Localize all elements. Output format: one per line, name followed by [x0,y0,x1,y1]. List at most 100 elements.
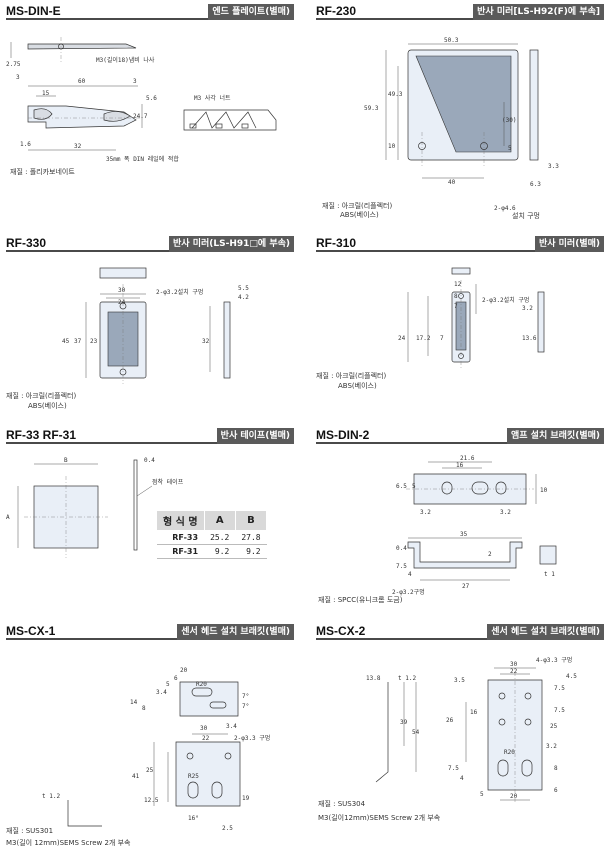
dim-12-5: 12.5 [144,797,159,804]
panel-header: RF-310 반사 미러(별매) [316,236,604,252]
spec-table: 형 식 명 A B RF-33 25.2 27.8 RF-31 9.2 9.2 [156,510,268,559]
screw-note: M3(길이12mm)SEMS Screw 2개 부속 [318,814,441,822]
material-note-2: ABS(베이스) [340,211,379,219]
dim-20: 20 [510,793,518,800]
dim-8: 8 [142,705,146,712]
dim-6: 6 [174,675,178,682]
material-note-2: ABS(베이스) [28,402,67,410]
material-note: 재질 : SUS304 [318,800,366,808]
spec-table-header: 형 식 명 A B [156,510,268,531]
drawing-rf-230: 50.3 49.3 59.3 (30) 10 5 40 3.3 6.3 2-φ4… [316,22,604,212]
dim-7-5-bottom: 7.5 [448,765,459,772]
drawing-ms-cx-2: 13.8 t 1.2 39 54 30 22 4-φ3.3 구멍 4.5 3.5… [316,642,604,812]
dim-7-top: 7 [454,303,458,310]
material-note: 재질 : SPCC(유니크롬 도금) [318,596,403,604]
dim-24-7: 24.7 [133,113,148,120]
drawing-rf-33-31: B A 0.4 점착 테이프 [6,446,294,576]
dim-t1-2: t 1.2 [398,675,416,682]
bracket-front-view [407,541,523,569]
label-screw: M3(길이18)냄비 나사 [96,56,155,64]
dim-24: 24 [118,299,126,306]
category-tag: 반사 미러(별매) [534,236,604,252]
dim-4-2: 4.2 [238,294,249,301]
dim-60: 60 [78,78,86,85]
material-note-2: ABS(베이스) [338,382,377,390]
material-note-1: 재질 : 아크릴(리플렉터) [316,372,387,380]
header-b: B [234,510,268,531]
category-tag: 센서 헤드 설치 브래킷(별매) [177,624,294,640]
dim-7-5-top: 7.5 [554,685,565,692]
drawing-ms-din-2: 21.6 16 6.5 5 10 3.2 3.2 35 0.4 2 7.5 4 … [316,446,604,596]
panel-rf-310: RF-310 반사 미러(별매) 12 8 7 24 17.2 7 3.2 13… [316,236,604,390]
panel-rf-230: RF-230 반사 미러[LS-H92(F)에 부속] 50.3 49.3 59… [316,4,604,220]
dim-t1: t 1 [544,571,555,578]
material-note-1: 재질 : 아크릴(리플렉터) [322,202,393,210]
label-holes: 2-φ3.3 구멍 [234,734,270,742]
dim-a: A [6,514,10,521]
dim-16deg: 16° [188,815,199,822]
model-name: MS-CX-1 [6,624,56,638]
model-name: MS-CX-2 [316,624,366,638]
header-model: 형 식 명 [156,510,205,531]
category-tag: 반사 테이프(별매) [216,428,294,444]
dim-10: 10 [540,487,548,494]
dim-45: 45 [62,338,70,345]
category-tag: 반사 미러[LS-H92(F)에 부속] [473,4,604,20]
dim-32: 32 [202,338,210,345]
label-nut: M3 사각 너트 [194,94,231,102]
dim-25: 25 [550,723,558,730]
dim-0-4: 0.4 [144,457,155,464]
dim-30: 30 [510,661,518,668]
dim-30: 30 [118,287,126,294]
bracket-top-part [179,681,239,717]
panel-header: MS-DIN-2 앰프 설치 브래킷(별매) [316,428,604,444]
cell-a: 9.2 [204,544,236,559]
tape-side-profile [133,459,138,551]
dim-22: 22 [202,735,210,742]
dim-30: 30 [200,725,208,732]
label-holes: 4-φ3.3 구멍 [536,656,572,664]
model-name: RF-310 [316,236,357,250]
dim-7-5-mid: 7.5 [554,707,565,714]
dim-32: 32 [74,143,82,150]
panel-header: RF-33 RF-31 반사 테이프(별매) [6,428,294,444]
dim-4: 4 [408,571,412,578]
model-name: MS-DIN-2 [316,428,370,442]
material-note: 재질 : SUS301 [6,827,54,835]
model-name: MS-DIN-E [6,4,61,18]
dim-10: 10 [388,143,396,150]
dim-13-6: 13.6 [522,335,537,342]
model-name: RF-330 [6,236,47,250]
dim-54: 54 [412,729,420,736]
ms-din-2-svg: 21.6 16 6.5 5 10 3.2 3.2 35 0.4 2 7.5 4 … [392,455,557,596]
dim-16: 16 [456,462,464,469]
plate-lobe-right [103,111,131,122]
dim-3-right: 3 [133,78,137,85]
dim-5: 5 [412,483,416,490]
dim-2: 2 [488,551,492,558]
dim-40: 40 [448,179,456,186]
ms-din-e-svg: 2.75 3 15 60 3 5.6 24.7 1.6 32 M3(길이18)냄… [6,37,277,163]
dim-7-5: 7.5 [396,563,407,570]
dim-23: 23 [90,338,98,345]
drawing-ms-cx-1: 20 6 5 3.4 R20 14 8 7° 7° 3.4 30 22 2-φ3… [6,642,294,832]
side-profile [223,301,231,379]
table-row: RF-31 9.2 9.2 [156,544,267,559]
dim-5: 5 [480,791,484,798]
dim-6-5: 6.5 [396,483,407,490]
dim-27: 27 [462,583,470,590]
drawing-ms-din-e: 2.75 3 15 60 3 5.6 24.7 1.6 32 M3(길이18)냄… [6,22,294,172]
screw-note: M3(길이 12mm)SEMS Screw 2개 부속 [6,839,131,847]
dim-59-3: 59.3 [364,105,379,112]
plate-lobe-left [33,108,53,120]
bracket-side-view [539,545,557,565]
model-name: RF-33 RF-31 [6,428,77,442]
dim-3: 3 [16,74,20,81]
side-profile [529,49,539,161]
cell-b: 9.2 [235,544,267,559]
dim-8: 8 [454,293,458,300]
dim-3-4: 3.4 [226,723,237,730]
rf-33-31-svg: B A 0.4 점착 테이프 [6,457,184,558]
cell-model: RF-31 [156,544,205,559]
dim-16: 16 [470,709,478,716]
